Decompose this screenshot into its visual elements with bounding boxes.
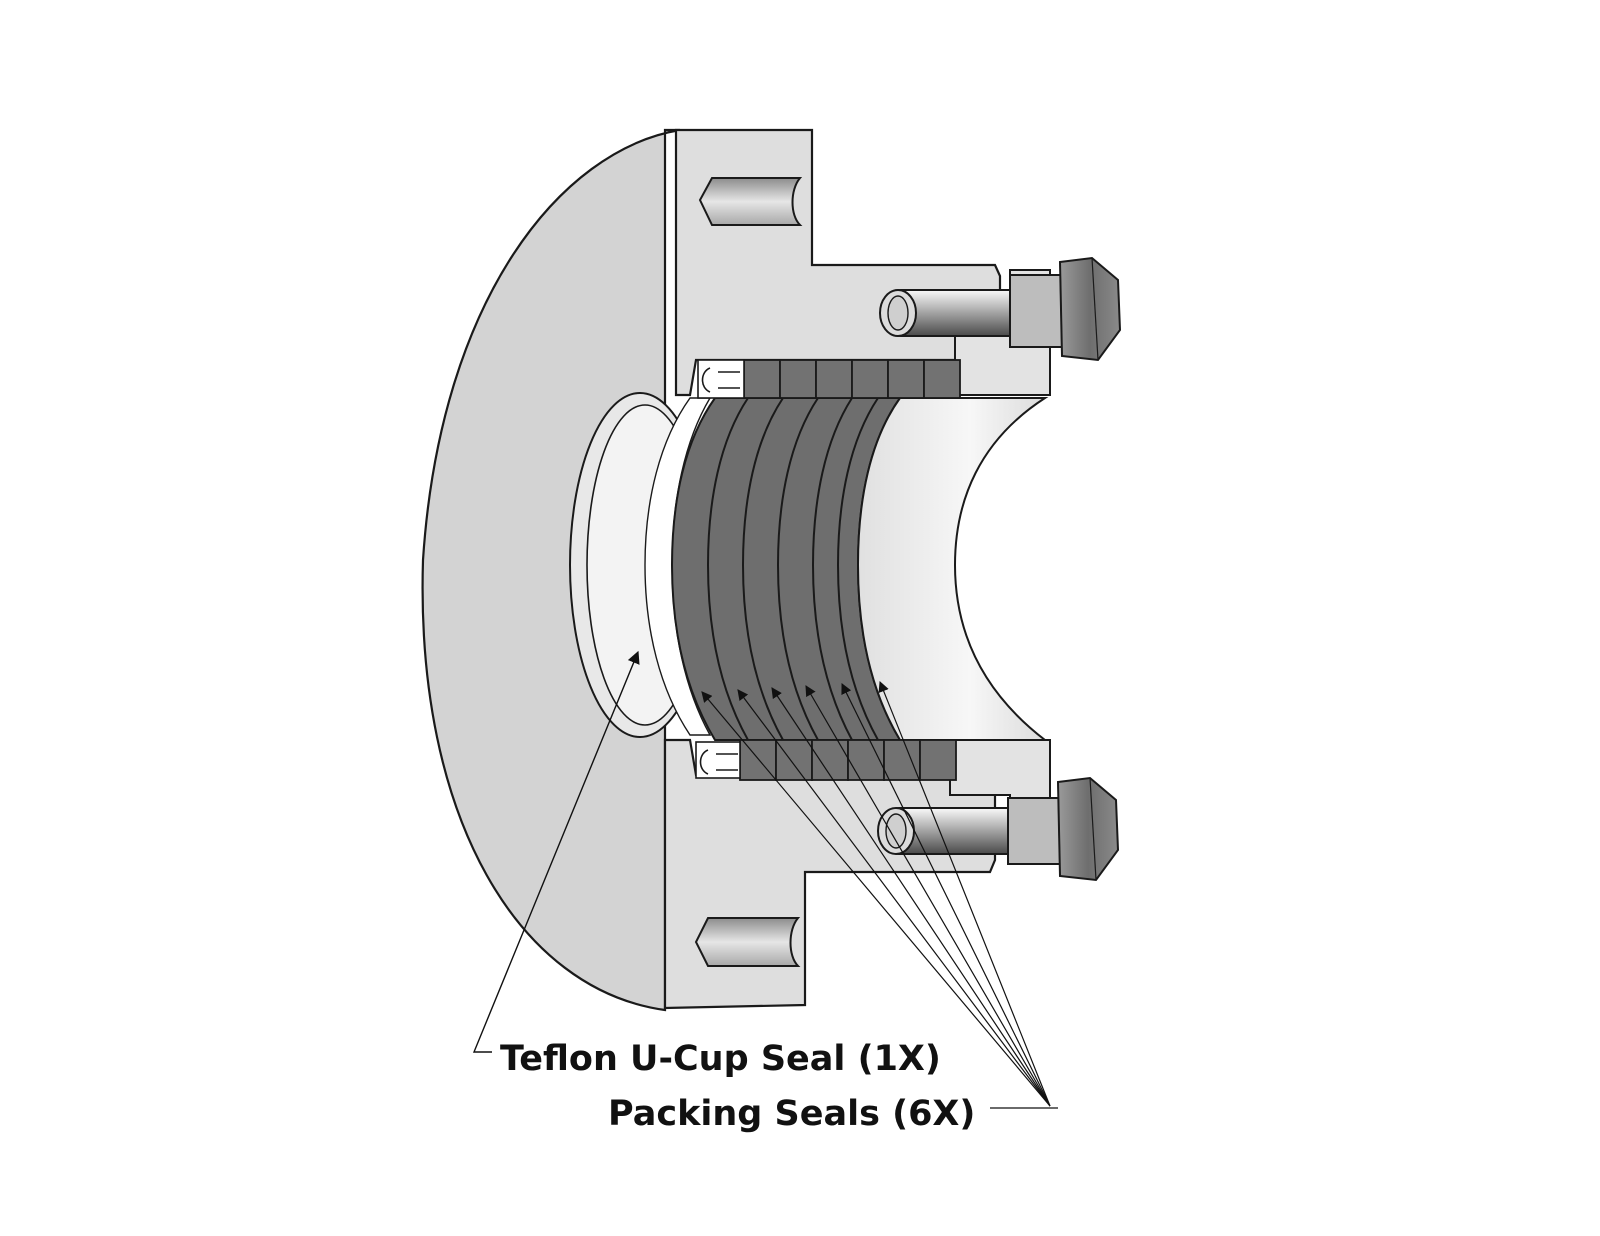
packing-seals (670, 397, 902, 741)
leader-packing (701, 680, 1058, 1109)
leader-u-cup (472, 650, 640, 1053)
u-cup-seal-top (697, 359, 745, 399)
flange-body (674, 128, 1002, 397)
u-cup-seal-bottom (695, 741, 741, 779)
slot-lower (694, 917, 801, 967)
slot-upper (698, 177, 803, 226)
bore-interior (856, 397, 1049, 741)
packing-seals-callout: Packing Seals (6X) (608, 1094, 976, 1134)
u-cup-seal-callout: Teflon U-Cup Seal (1X) (500, 1039, 941, 1079)
flange-face (421, 128, 681, 1012)
bolt-upper (879, 256, 1122, 362)
packing-blocks-top (743, 359, 961, 399)
packing-blocks-bottom (739, 739, 957, 781)
